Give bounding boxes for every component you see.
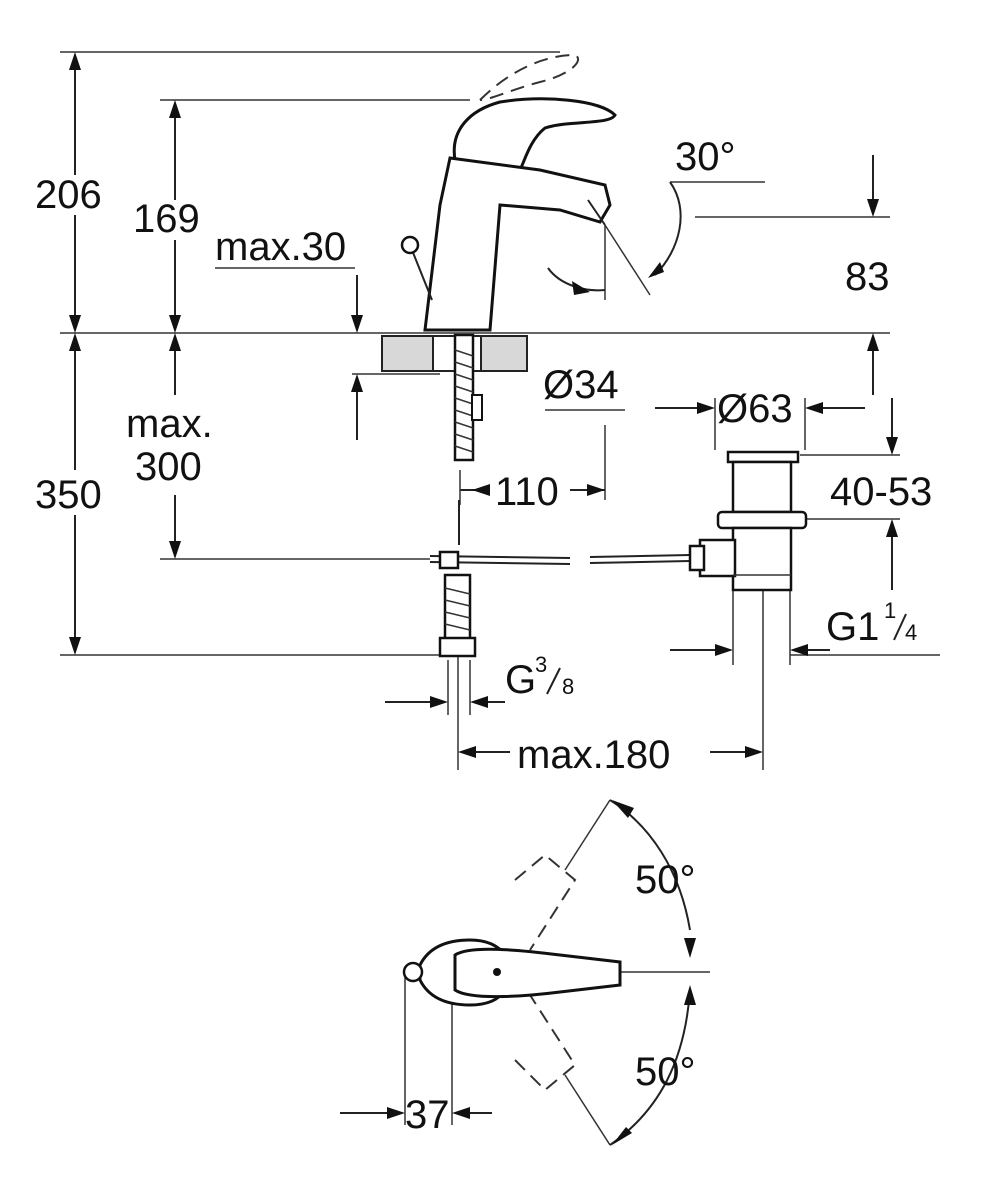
label-110: 110 xyxy=(495,470,559,514)
label-max-hose-top: max. xyxy=(126,402,213,446)
shank-and-hoses xyxy=(429,333,691,658)
label-37: 37 xyxy=(405,1093,450,1137)
label-83: 83 xyxy=(845,255,890,299)
label-50-degrees-lower: 50° xyxy=(635,1050,696,1094)
svg-text:1: 1 xyxy=(884,598,896,623)
label-diameter-63: Ø63 xyxy=(717,387,793,431)
faucet-top-view xyxy=(402,799,696,1146)
label-206: 206 xyxy=(35,173,102,217)
extension-lines xyxy=(60,51,940,1125)
label-max180: max.180 xyxy=(517,733,670,777)
dimension-lines xyxy=(69,52,898,1119)
label-169: 169 xyxy=(133,197,200,241)
label-g1-quarter: G1 1 4 xyxy=(826,598,917,649)
svg-text:4: 4 xyxy=(905,620,917,645)
label-40-53: 40-53 xyxy=(830,470,932,514)
svg-text:G: G xyxy=(505,658,536,702)
label-diameter-34: Ø34 xyxy=(543,363,619,407)
svg-text:3: 3 xyxy=(535,652,547,677)
label-g-three-eighths: G 3 8 xyxy=(505,652,574,702)
popup-waste xyxy=(688,450,808,592)
label-max-hose-bottom: 300 xyxy=(135,445,202,489)
svg-text:8: 8 xyxy=(562,674,574,699)
svg-text:G1: G1 xyxy=(826,605,879,649)
label-30-degrees: 30° xyxy=(675,135,736,179)
faucet-side-view xyxy=(400,53,682,332)
dimension-labels: 206 169 max.30 30° 83 Ø34 Ø63 max. 300 3… xyxy=(35,135,932,1137)
label-350: 350 xyxy=(35,473,102,517)
label-max30: max.30 xyxy=(215,225,346,269)
label-50-degrees-upper: 50° xyxy=(635,858,696,902)
